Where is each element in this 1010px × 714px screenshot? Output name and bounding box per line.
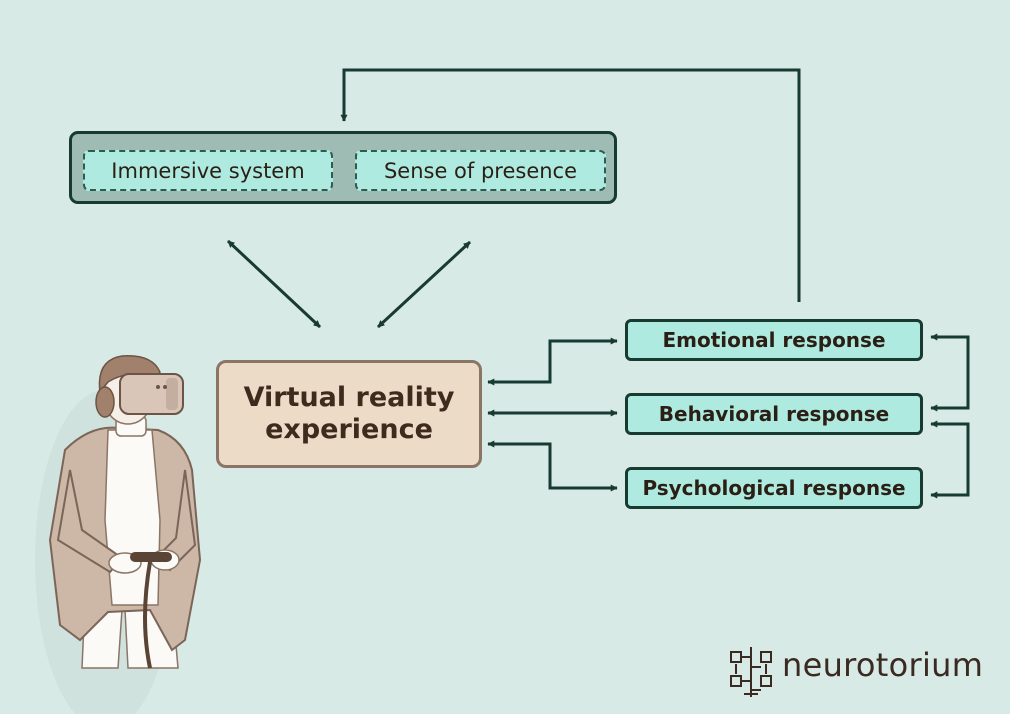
person-vr-illustration: [35, 355, 202, 714]
emotional-response-label: Emotional response: [662, 328, 886, 352]
sense-of-presence-label: Sense of presence: [383, 158, 578, 183]
arrow-vr-psychological: [487, 440, 618, 492]
emotional-response-box: Emotional response: [625, 319, 923, 361]
immersive-system-box: Immersive system: [83, 150, 333, 191]
vr-experience-line2: experience: [265, 414, 433, 445]
vr-experience-line1: Virtual reality: [243, 382, 455, 413]
psychological-response-label: Psychological response: [642, 476, 906, 500]
behavioral-response-label: Behavioral response: [658, 402, 890, 426]
neurotorium-logo-icon: [730, 647, 772, 697]
immersion-group-box: Immersive system Sense of presence: [69, 131, 617, 204]
behavioral-response-box: Behavioral response: [625, 393, 923, 435]
immersive-system-label: Immersive system: [111, 158, 305, 183]
arrow-immersive-to-vr: [226, 239, 322, 329]
arrow-presence-to-vr: [376, 240, 472, 329]
sense-of-presence-box: Sense of presence: [355, 150, 606, 191]
vr-experience-box: Virtual reality experience: [216, 360, 482, 468]
brand-wordmark: neurotorium: [782, 646, 984, 684]
feedback-arrow-top: [340, 68, 801, 302]
psychological-response-box: Psychological response: [625, 467, 923, 509]
loop-emotional-behavioral: [930, 333, 970, 412]
loop-behavioral-psychological: [930, 420, 970, 499]
arrow-vr-emotional: [487, 337, 618, 386]
